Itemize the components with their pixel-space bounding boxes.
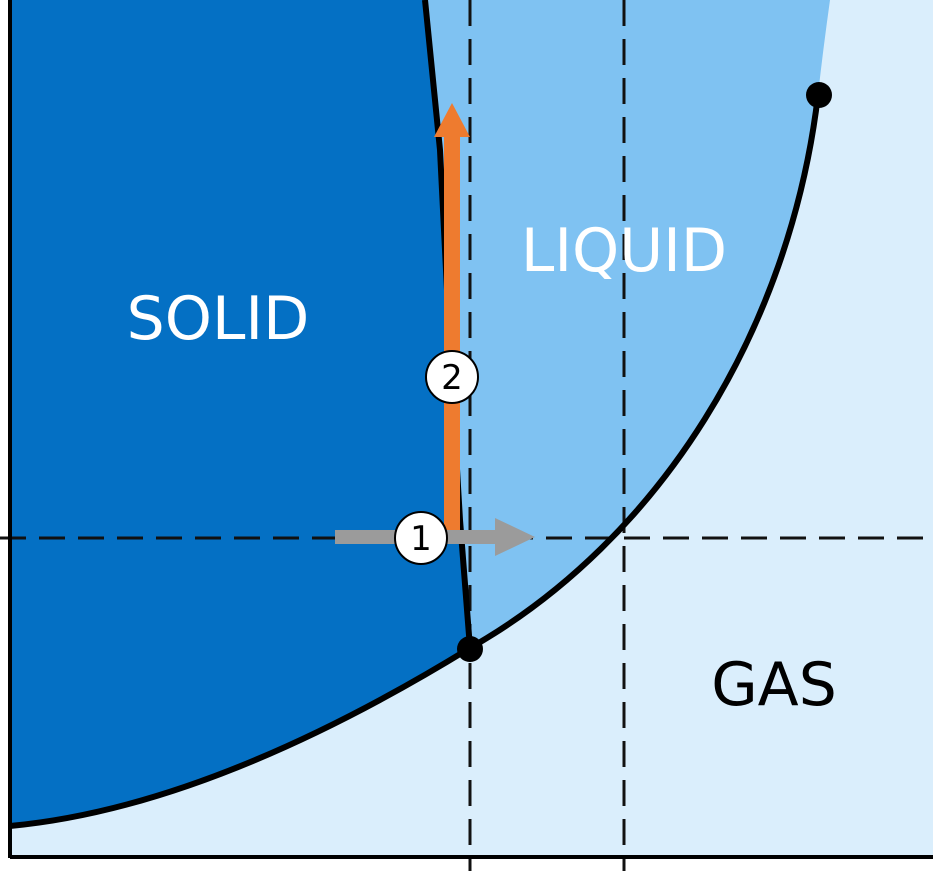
liquid-label: LIQUID: [521, 216, 727, 286]
solid-label: SOLID: [127, 284, 310, 354]
gas-label: GAS: [711, 650, 837, 720]
marker-1-circle: [394, 511, 448, 565]
orange-arrow-head: [434, 103, 470, 137]
liquid-region: [425, 0, 830, 648]
triple-point: [457, 636, 483, 662]
critical-point: [806, 82, 832, 108]
vaporization-curve: [468, 94, 821, 651]
marker-1-label: 1: [410, 519, 432, 559]
sublimation-curve: [9, 645, 472, 829]
solid-region: [10, 0, 470, 826]
orange-arrow-shaft: [444, 132, 460, 530]
marker-2-label: 2: [441, 358, 463, 398]
gray-arrow-head: [495, 518, 535, 556]
marker-2-circle: [425, 350, 479, 404]
